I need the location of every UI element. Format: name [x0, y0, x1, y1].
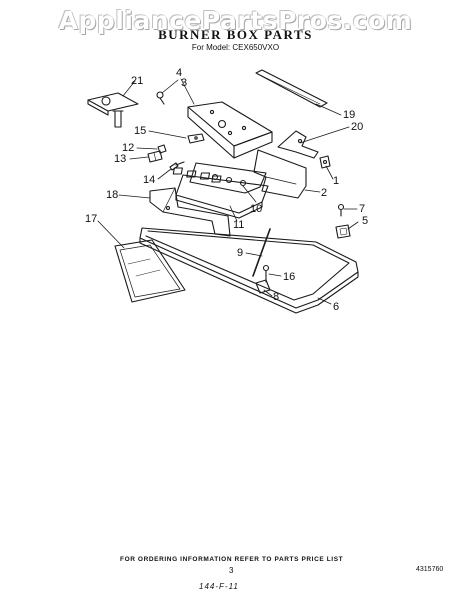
callout-11: 11	[233, 219, 244, 231]
part-rod-9	[252, 228, 271, 277]
callout-21: 21	[131, 75, 143, 87]
part-side-shield	[253, 149, 307, 199]
part-knob-8	[255, 279, 271, 294]
part-burner-box	[187, 101, 273, 159]
callout-4: 4	[176, 67, 182, 79]
callout-5: 5	[362, 215, 368, 227]
handwritten-note: 144-F-11	[199, 582, 239, 591]
watermark: AppliancePartsPros.com	[58, 6, 413, 35]
callout-18: 18	[106, 189, 118, 201]
part-knob-1	[319, 155, 331, 169]
callout-13: 13	[114, 153, 126, 165]
part-grommet-5	[335, 224, 351, 239]
part-screw-4	[156, 91, 165, 105]
part-connector-13	[147, 150, 163, 163]
callout-20: 20	[351, 121, 363, 133]
callout-2: 2	[321, 187, 327, 199]
callout-1: 1	[333, 175, 339, 187]
part-glass-panel	[114, 239, 186, 303]
model-subtitle: For Model: CEX650VXO	[191, 43, 280, 52]
callout-14: 14	[143, 174, 155, 186]
part-block-15	[187, 133, 205, 144]
page-title: BURNER BOX PARTS	[158, 27, 313, 42]
part-control-plate	[172, 162, 267, 194]
callout-10: 10	[250, 203, 262, 215]
part-clip-12	[157, 144, 167, 154]
callout-12: 12	[122, 142, 134, 154]
callout-16: 16	[283, 271, 295, 283]
callout-6: 6	[333, 301, 339, 313]
part-number: 4315760	[416, 566, 444, 573]
callout-15: 15	[134, 125, 146, 137]
ordering-note: FOR ORDERING INFORMATION REFER TO PARTS …	[120, 556, 344, 563]
part-pin-7	[337, 203, 345, 217]
callout-17: 17	[85, 213, 97, 225]
part-clip-20	[277, 130, 319, 159]
callout-8: 8	[273, 291, 279, 303]
page-number: 3	[229, 566, 234, 575]
callout-9: 9	[237, 247, 243, 259]
leader-lines	[97, 78, 359, 305]
part-heat-shield	[175, 174, 269, 219]
callout-numbers: 21 4 3 19 20 15 12 13 14 1 18 2 10 7 17 …	[85, 67, 368, 313]
callout-3: 3	[181, 77, 187, 89]
part-bracket-21	[87, 92, 139, 128]
callout-7: 7	[359, 203, 365, 215]
part-strip-19	[255, 69, 328, 108]
callout-19: 19	[343, 109, 355, 121]
